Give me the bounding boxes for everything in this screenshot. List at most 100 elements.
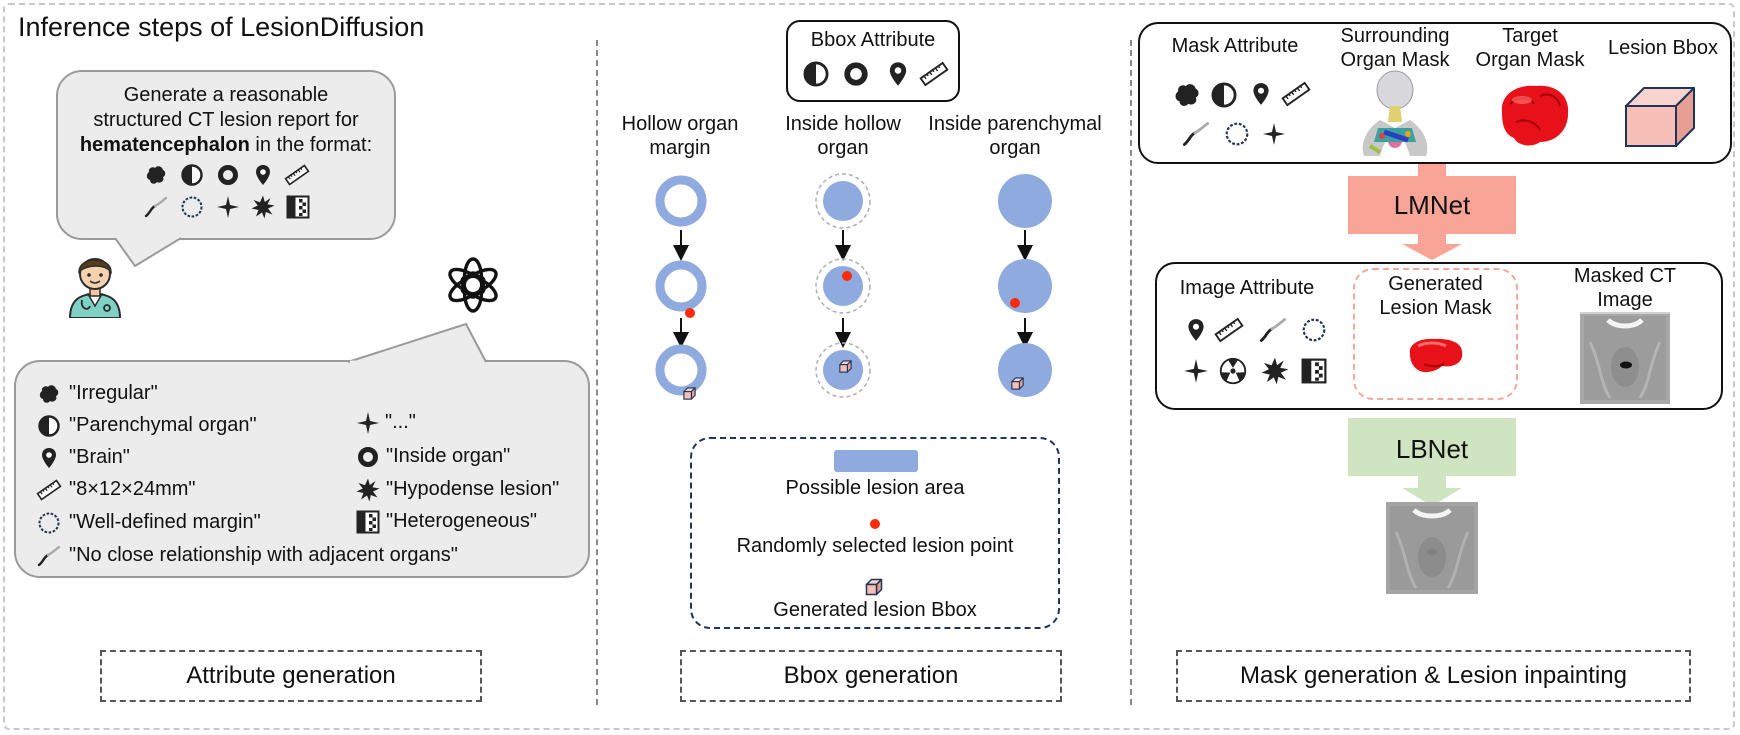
adjacent-organ-curve-icon (1182, 122, 1210, 146)
inside-organ-icon (847, 65, 865, 83)
llm-knot-logo-icon (448, 257, 498, 313)
surrounding-organ-title-line-2: Organ Mask (1340, 49, 1450, 71)
doctor-avatar-icon (68, 258, 122, 318)
location-pin-icon (889, 62, 907, 86)
target-organ-title-line-2: Organ Mask (1475, 49, 1585, 71)
location-pin-icon (256, 165, 270, 185)
texture-checker-icon (286, 195, 310, 219)
prompt-line-2: structured CT lesion report for (93, 109, 359, 131)
possible-lesion-area (823, 181, 863, 221)
sparkle-icon (1184, 359, 1208, 383)
mask-attribute-title: Mask Attribute (1171, 35, 1299, 57)
legend-point-swatch (870, 519, 880, 529)
legend-area-swatch (834, 450, 918, 472)
target-organ-mask-image (1501, 85, 1569, 146)
possible-lesion-ring (655, 344, 707, 396)
hollow-margin-column (655, 175, 707, 400)
organ-type-icon (38, 415, 60, 437)
irregular-shape-icon (39, 385, 59, 403)
generated-lesion-mask-title: Generated Lesion Mask (1353, 272, 1518, 320)
generated-lesion-mask-title-line-1: Generated (1388, 273, 1483, 295)
margin-circle-icon (1225, 122, 1249, 146)
margin-circle-icon (1302, 318, 1326, 342)
stage-label-bbox: Bbox generation (680, 650, 1062, 702)
irregular-shape-icon (146, 166, 166, 184)
surrounding-organ-title-line-1: Surrounding (1340, 25, 1450, 47)
answer-relation: "No close relationship with adjacent org… (69, 544, 458, 566)
sparkle-icon (357, 412, 379, 434)
ruler-icon (919, 61, 949, 87)
column-title-inside-parenchymal-line-1: Inside parenchymal (928, 113, 1102, 135)
margin-circle-icon (181, 196, 203, 218)
column-title-hollow-margin-line-2: margin (649, 137, 711, 159)
generated-lesion-mask-box (1353, 268, 1518, 400)
masked-ct-title-line-2: Image (1597, 289, 1653, 311)
bbox-attribute-title: Bbox Attribute (810, 29, 936, 51)
prompt-bubble (56, 70, 396, 240)
bbox-steps-diagram (655, 173, 1052, 400)
inpainted-ct-image (1386, 502, 1478, 594)
possible-lesion-ring (655, 175, 707, 227)
lesion-point (1010, 298, 1020, 308)
column-title-hollow-margin: Hollow organ margin (605, 112, 755, 160)
generated-bbox-cube-icon (683, 387, 696, 400)
image-attribute-title: Image Attribute (1179, 277, 1315, 299)
inside-organ-icon (356, 445, 380, 469)
answer-irregular: "Irregular" (69, 382, 158, 404)
mask-attribute-icons-row-1 (1175, 81, 1311, 108)
surrounding-organ-mask-image (1362, 70, 1428, 156)
ruler-icon (1214, 317, 1244, 343)
possible-lesion-area (823, 266, 863, 306)
inside-organ-icon (221, 168, 236, 183)
answer-parenchymal: "Parenchymal organ" (69, 414, 257, 436)
lesion-bbox-title: Lesion Bbox (1607, 37, 1719, 59)
prompt-format: in the format: (249, 134, 373, 156)
lmnet-arrow (1348, 164, 1516, 260)
surrounding-organ-title: Surrounding Organ Mask (1320, 24, 1470, 72)
lmnet-label: LMNet (1393, 189, 1471, 220)
legend-bbox-cube-icon (865, 578, 883, 596)
prompt-disease: hematencephalon (79, 134, 250, 156)
column-title-hollow-margin-line-1: Hollow organ (621, 113, 739, 135)
masked-ct-image (1580, 312, 1670, 404)
irregular-shape-icon (1175, 84, 1199, 106)
prompt-bubble-tail (115, 236, 182, 268)
location-pin-icon (42, 448, 56, 468)
organ-boundary (815, 173, 871, 229)
stage-label-mask: Mask generation & Lesion inpainting (1176, 650, 1691, 702)
adjacent-organ-curve-icon (37, 545, 61, 567)
answer-hypodense: "Hypodense lesion" (386, 478, 560, 500)
prompt-icons-row-2 (144, 195, 310, 219)
lbnet-label: LBNet (1395, 433, 1469, 464)
location-pin-icon (1253, 83, 1269, 105)
bbox-attribute-box (786, 20, 960, 102)
texture-checker-icon (1301, 358, 1327, 384)
generated-lesion-mask-image (1409, 338, 1463, 373)
target-organ-title-line-1: Target (1502, 25, 1558, 47)
masked-ct-title: Masked CT Image (1560, 264, 1690, 312)
answer-ellipsis: "..." (385, 411, 416, 433)
lesion-point (685, 308, 695, 318)
prompt-icons-row-1 (146, 164, 310, 186)
image-attribute-icons-row-2 (1184, 357, 1327, 385)
answer-heterogeneous: "Heterogeneous" (386, 510, 537, 532)
legend-point-label: Randomly selected lesion point (736, 535, 1014, 557)
column-title-inside-parenchymal: Inside parenchymal organ (920, 112, 1110, 160)
location-pin-icon (1188, 319, 1204, 341)
lbnet-arrow (1348, 418, 1516, 506)
sparkle-icon (217, 196, 239, 218)
bbox-attribute-icons (803, 61, 949, 87)
lesion-point (842, 271, 852, 281)
organ-type-icon (181, 164, 203, 186)
sparkle-icon (1263, 123, 1285, 145)
answer-margin: "Well-defined margin" (69, 511, 261, 533)
answer-bubble (14, 360, 590, 578)
organ-boundary (815, 258, 871, 314)
figure-title: Inference steps of LesionDiffusion (18, 12, 425, 42)
figure-frame (3, 3, 1735, 730)
organ-type-icon (803, 61, 829, 87)
masked-ct-title-line-1: Masked CT (1573, 265, 1677, 287)
ruler-icon (36, 479, 62, 501)
possible-lesion-area (998, 174, 1052, 228)
answer-size: "8×12×24mm" (69, 478, 196, 500)
